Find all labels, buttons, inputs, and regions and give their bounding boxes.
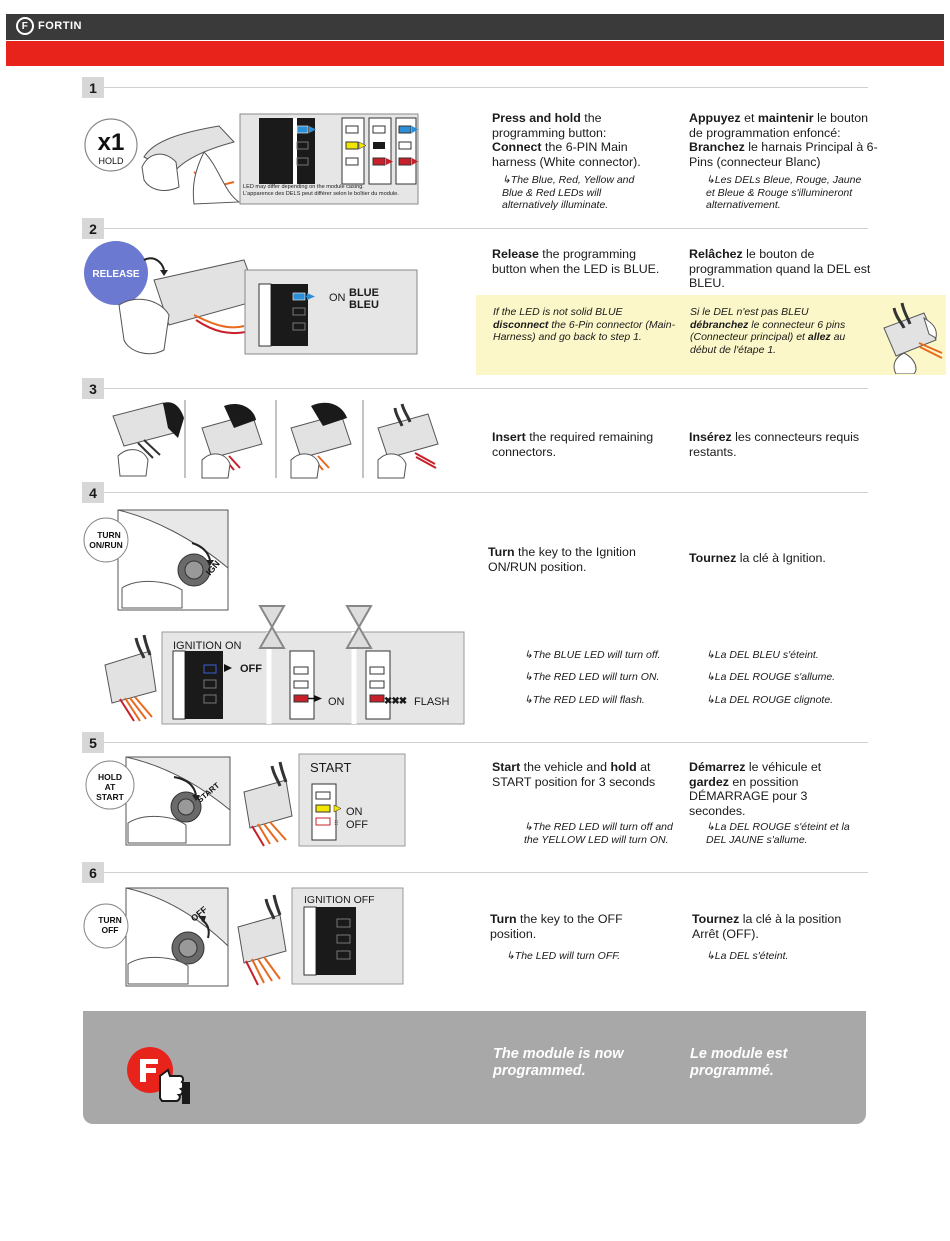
step-divider [104,742,868,743]
svg-text:⁝⁝: ⁝⁝ [334,820,338,827]
step6-note-fr: ↳La DEL s'éteint. [706,950,789,962]
warning-text-en: If the LED is not solid BLUE disconnect … [493,306,676,343]
hourglass-icon [258,605,286,649]
step3-illustration [112,400,439,479]
step4-note-fr-2: ↳La DEL ROUGE s'allume. [706,671,836,683]
step5-instruction-fr: Démarrez le véhicule et gardez en possit… [689,760,822,818]
step4-note-en-2: ↳The RED LED will turn ON. [524,671,660,683]
programmed-message-fr: Le module est programmé. [690,1046,788,1079]
step5-led-illustration: ⁝⁝ [243,753,406,847]
fortin-logo: F FORTIN [16,17,82,35]
step-divider [104,492,868,493]
red-banner [6,41,944,66]
fortin-thumbs-up-icon [127,1047,190,1104]
on-label: ON [329,292,346,304]
step4-instruction-en: Turn the key to the Ignition ON/RUN posi… [488,545,636,574]
ignition-off-label: IGNITION OFF [304,894,375,906]
step-number-1: 1 [82,77,104,98]
step2-instruction-en: Release the programming button when the … [492,247,660,276]
step6-instruction-en: Turn the key to the OFF position. [490,912,623,941]
warning-box [476,295,946,375]
off-label: OFF [346,819,368,831]
step4-instruction-fr: Tournez la clé à Ignition. [689,551,826,565]
step5-note-en: ↳The RED LED will turn off and the YELLO… [524,821,673,846]
off-label: OFF [240,663,262,675]
connector-insert-3 [290,402,352,479]
flash-label: FLASH [414,696,450,708]
programmed-message-en: The module is now programmed. [493,1046,624,1079]
step4-note-fr-3: ↳La DEL ROUGE clignote. [706,694,834,706]
hourglass-icon [345,605,373,649]
step3-instruction-en: Insert the required remaining connectors… [492,430,654,459]
step6-instruction-fr: Tournez la clé à la position Arrêt (OFF)… [692,912,842,941]
connector-insert-2 [201,403,263,479]
step1-note-fr: ↳Les DELs Bleue, Rouge, Jaune et Bleue &… [706,174,862,211]
step1-instruction-en: Press and hold the programming button: C… [492,111,641,169]
led-casing-note: LED may differ depending on the module c… [243,184,399,197]
hold-label: HOLD [98,156,124,166]
step-divider [104,388,868,389]
step1-illustration: x1 HOLD [84,113,419,205]
step-number-2: 2 [82,218,104,239]
step4-note-fr-1: ↳La DEL BLEU s'éteint. [706,649,819,661]
disconnect-illustration [883,302,943,374]
fortin-f-icon: F [16,17,34,35]
brand-name: FORTIN [38,20,82,32]
start-panel-title: START [310,760,352,775]
step-number-6: 6 [82,862,104,883]
step5-note-fr: ↳La DEL ROUGE s'éteint et la DEL JAUNE s… [706,821,850,846]
step3-instruction-fr: Insérez les connecteurs requis restants. [689,430,860,459]
warning-text-fr: Si le DEL n'est pas BLEU débranchez le c… [690,306,846,356]
completion-banner [83,1011,866,1124]
step4-led-illustration [104,605,465,725]
step2-illustration: RELEASE [84,241,418,355]
step-number-5: 5 [82,732,104,753]
on-label: ON [328,696,345,708]
step4-note-en-1: ↳The BLUE LED will turn off. [524,649,661,661]
step-divider [104,228,868,229]
release-badge: RELEASE [92,269,140,280]
step-number-4: 4 [82,482,104,503]
step-number-3: 3 [82,378,104,399]
step-divider [104,872,868,873]
step5-instruction-en: Start the vehicle and hold at START posi… [492,760,656,789]
step1-note-en: ↳The Blue, Red, Yellow and Blue & Red LE… [502,174,635,211]
step6-led-illustration [237,887,404,986]
connector-insert-1 [112,402,184,477]
step-divider [104,87,868,88]
header-bar [6,14,944,40]
step6-note-en: ↳The LED will turn OFF. [506,950,621,962]
flash-x-icon: ✖✖✖ [384,696,407,707]
step4-note-en-3: ↳The RED LED will flash. [524,694,645,706]
step1-instruction-fr: Appuyez et maintenir le bouton de progra… [689,111,878,169]
on-label: ON [346,806,363,818]
step2-instruction-fr: Relâchez le bouton de programmation quan… [689,247,871,290]
x1-badge: x1 [98,129,125,156]
connector-insert-4 [377,403,439,479]
ignition-on-label: IGNITION ON [173,640,242,652]
